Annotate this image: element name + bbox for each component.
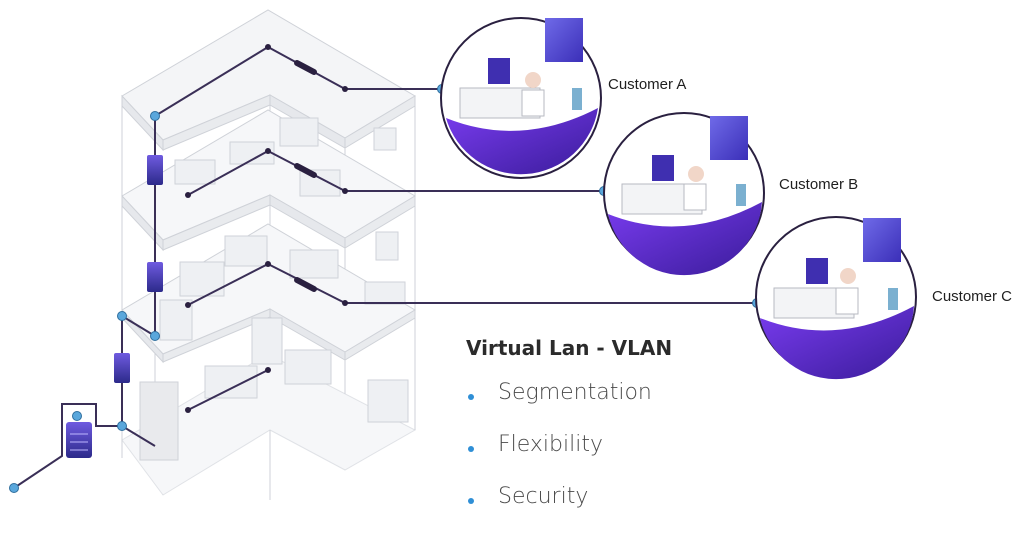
office-building [121, 9, 417, 500]
bullet-dot-icon [468, 446, 474, 452]
vlan-title: Virtual Lan - VLAN [466, 336, 673, 360]
bullet-dot-icon [468, 498, 474, 504]
vlan-diagram [9, 9, 917, 500]
customer-a-room [440, 17, 602, 179]
customer-c-room [755, 216, 917, 380]
bullet-segmentation: Segmentation [468, 380, 652, 432]
switch-icon [147, 262, 163, 292]
bullet-dot-icon [468, 394, 474, 400]
customer-b-room [603, 112, 765, 276]
cable-connectors [294, 60, 317, 292]
bullet-text: Segmentation [498, 380, 652, 405]
network-nodes [9, 84, 762, 493]
switch-icon [114, 353, 130, 383]
customer-b-label: Customer B [779, 176, 859, 193]
junction-dots [185, 44, 348, 413]
server-icon [66, 422, 92, 458]
switch-icon [147, 155, 163, 185]
benefits-list: Segmentation Flexibility Security [468, 380, 652, 536]
switch-icons [114, 155, 163, 383]
bullet-text: Security [498, 484, 589, 509]
bullet-flexibility: Flexibility [468, 432, 652, 484]
bullet-text: Flexibility [498, 432, 603, 457]
customer-a-label: Customer A [608, 76, 687, 93]
bullet-security: Security [468, 484, 652, 536]
customer-c-label: Customer C [932, 288, 1013, 305]
